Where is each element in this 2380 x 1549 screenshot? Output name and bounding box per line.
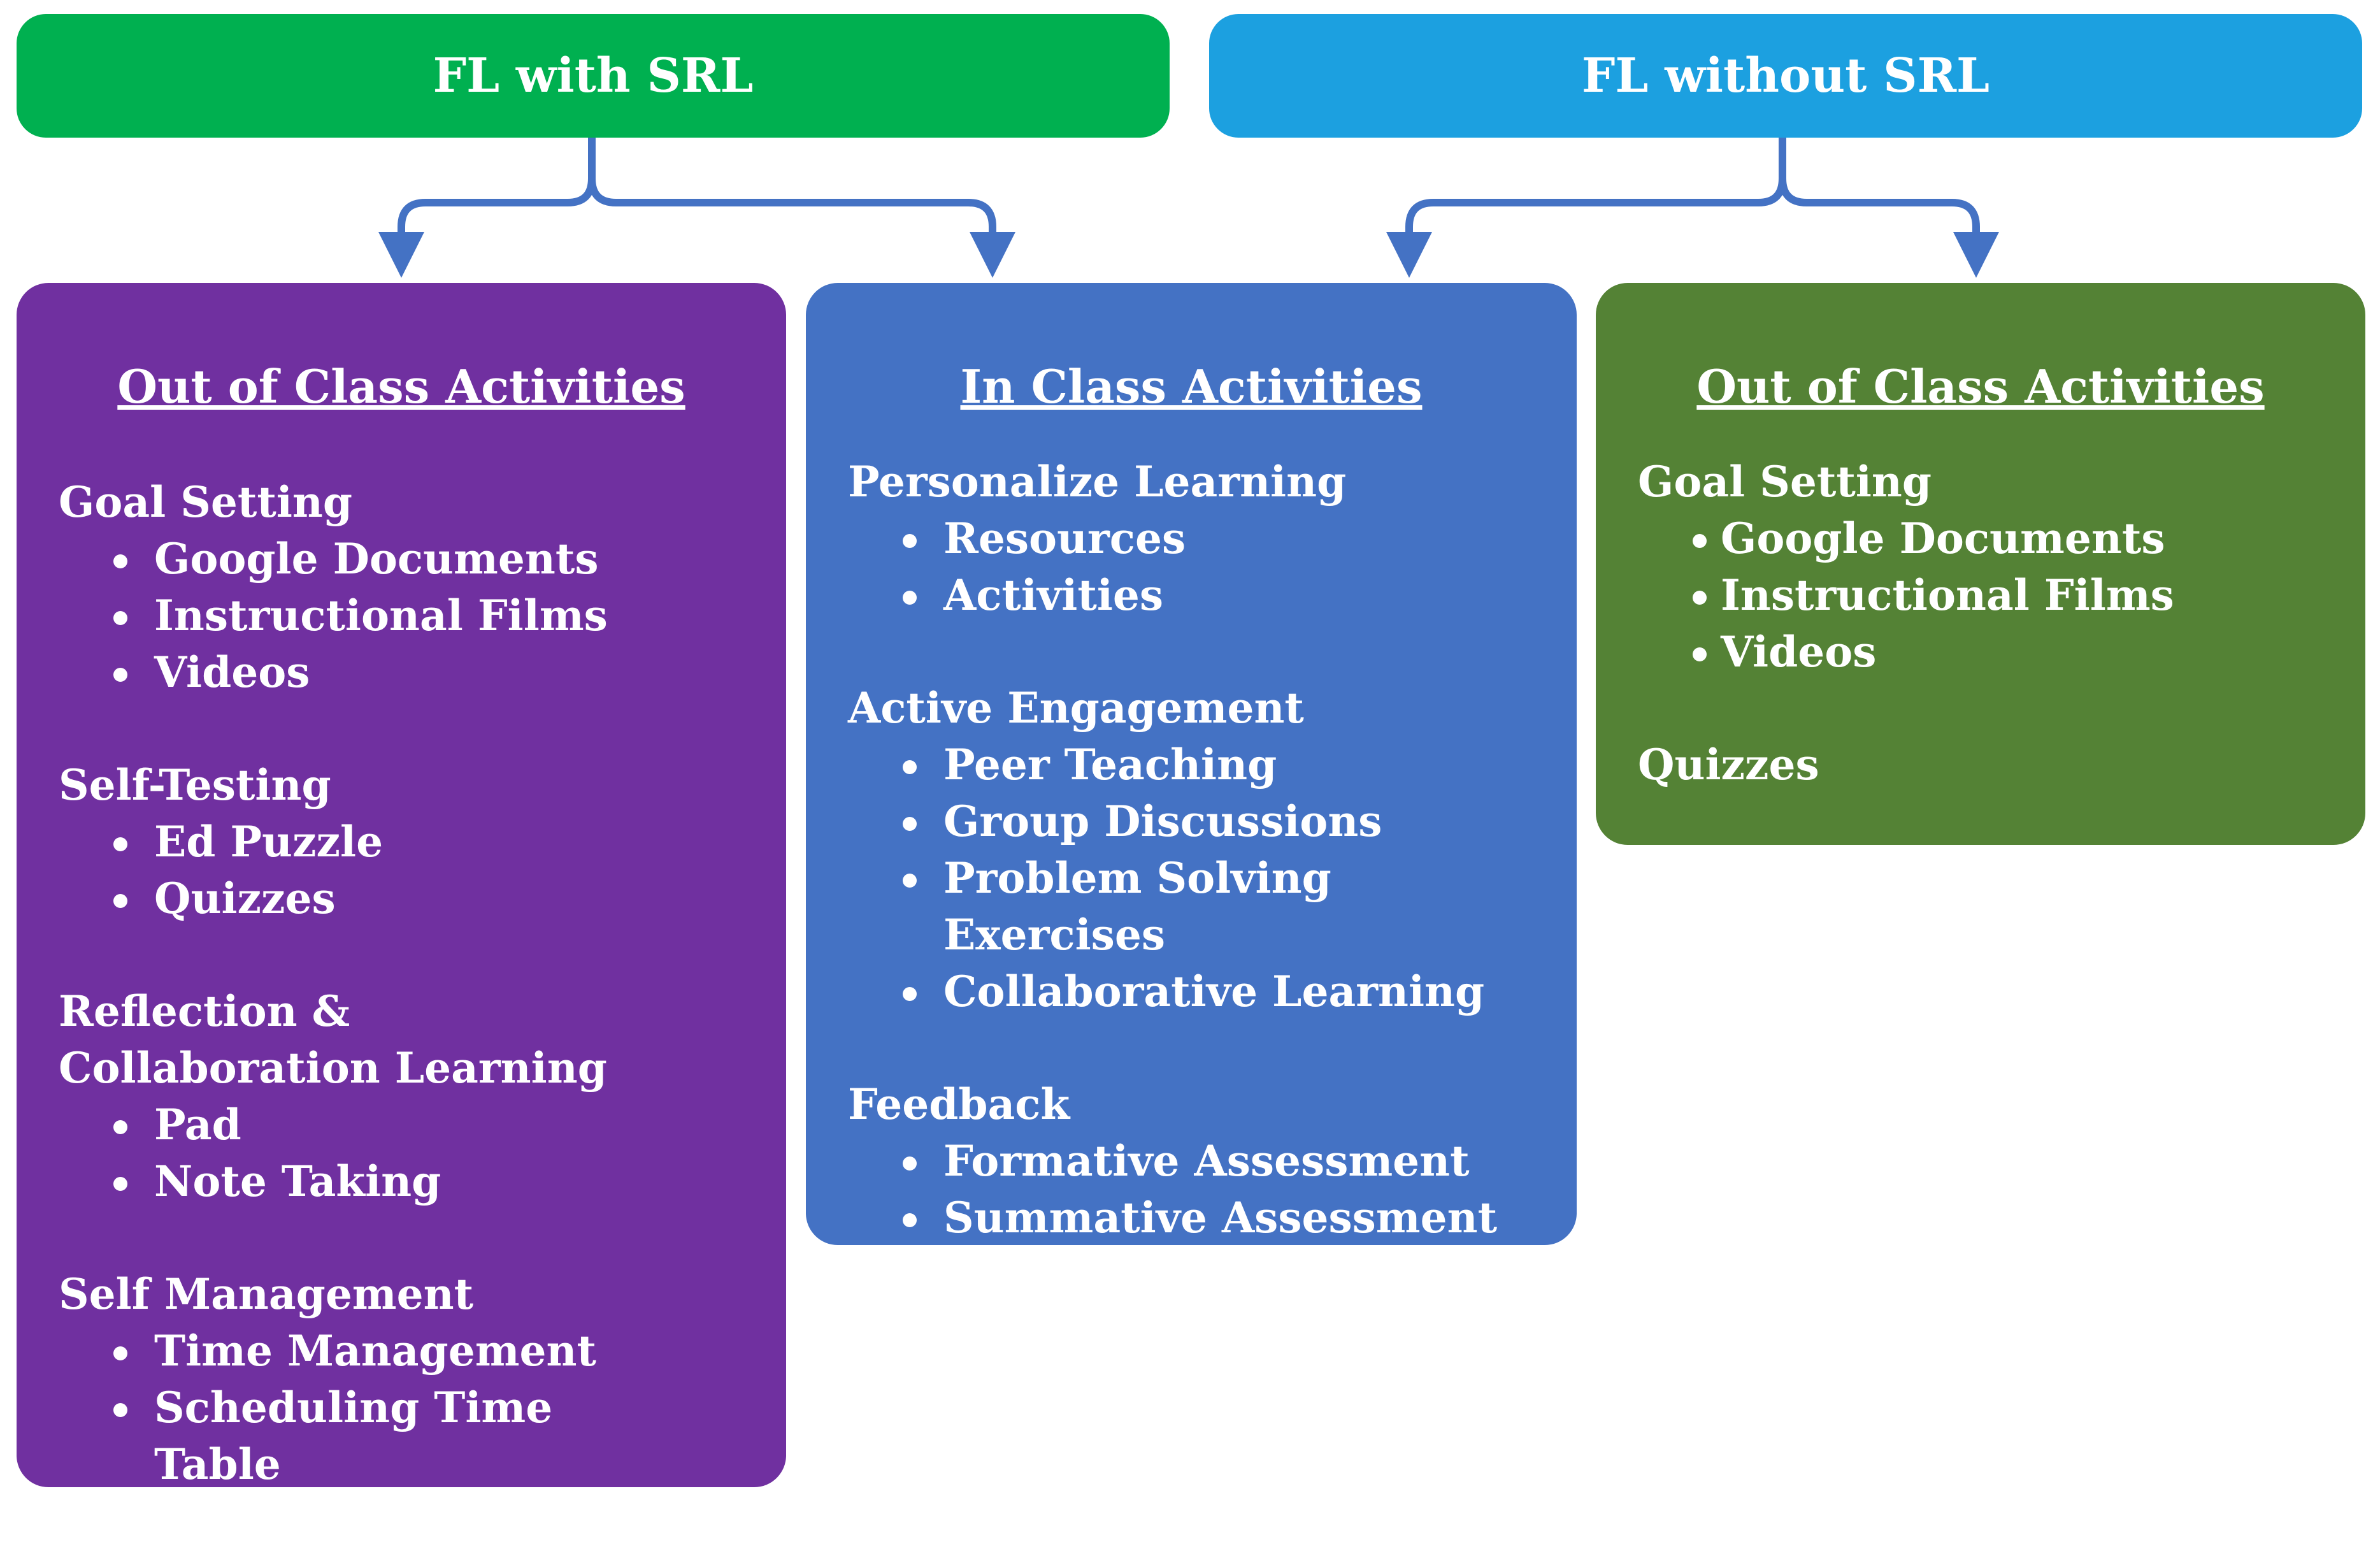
section-reflection-collaboration: Reflection & Collaboration Learning Pad … <box>59 983 659 1210</box>
section-goal-setting: Goal Setting Google Documents Instructio… <box>1638 454 2353 681</box>
srl-out-of-class-box: Out of Class Activities Goal Setting Goo… <box>17 283 786 1489</box>
list-item: Instructional Films <box>59 587 659 644</box>
list-item: Formative Assessment <box>848 1133 1564 1190</box>
fl-with-srl-label: FL with SRL <box>433 48 754 103</box>
section-self-testing: Self-Testing Ed Puzzle Quizzes <box>59 757 659 927</box>
list-item: Group Discussions <box>848 793 1564 850</box>
section-title: Goal Setting <box>1638 457 1932 507</box>
section-title: Goal Setting <box>59 477 353 527</box>
in-class-title: In Class Activities <box>960 359 1423 414</box>
section-active-engagement: Active Engagement Peer Teaching Group Di… <box>848 680 1564 1020</box>
list-item: Time Management <box>59 1323 659 1380</box>
list-item: Collaborative Learning <box>848 963 1564 1020</box>
nosrl-out-of-class-sections: Goal Setting Google Documents Instructio… <box>1638 454 2353 849</box>
list-item: Videos <box>1638 624 2353 681</box>
arrow-with-srl-to-out-class <box>378 138 596 278</box>
section-title: Personalize Learning <box>848 457 1347 507</box>
list-item: Videos <box>59 644 659 701</box>
list-item: Ed Puzzle <box>59 814 659 870</box>
list-item: Google Documents <box>1638 510 2353 567</box>
list-item: Scheduling Time Table <box>59 1380 659 1493</box>
fl-with-srl-header: FL with SRL <box>17 14 1170 138</box>
list-item: Summative Assessment <box>848 1190 1564 1246</box>
list-item: Resources <box>848 510 1564 567</box>
in-class-box: In Class Activities Personalize Learning… <box>806 283 1577 1245</box>
section-title: Active Engagement <box>848 683 1304 733</box>
section-title: Feedback <box>848 1079 1070 1129</box>
list-item: Instructional Films <box>1638 567 2353 624</box>
list-item: Activities <box>848 567 1564 624</box>
section-title: Self Management <box>59 1269 474 1319</box>
section-title: Quizzes <box>1638 740 1819 789</box>
nosrl-out-of-class-box: Out of Class Activities Goal Setting Goo… <box>1596 283 2365 845</box>
srl-out-of-class-title: Out of Class Activities <box>117 359 685 414</box>
arrow-without-srl-to-out-class <box>1779 138 1999 278</box>
fl-without-srl-header: FL without SRL <box>1209 14 2362 138</box>
section-title: Self-Testing <box>59 760 331 810</box>
connector-arrows <box>378 138 1999 278</box>
section-title: Reflection & Collaboration Learning <box>59 986 607 1093</box>
section-feedback: Feedback Formative Assessment Summative … <box>848 1076 1564 1246</box>
fl-without-srl-label: FL without SRL <box>1581 48 1990 103</box>
list-item: Note Taking <box>59 1153 659 1210</box>
list-item: Pad <box>59 1097 659 1153</box>
section-personalize-learning: Personalize Learning Resources Activitie… <box>848 454 1564 624</box>
in-class-sections: Personalize Learning Resources Activitie… <box>848 454 1564 1302</box>
arrow-without-srl-to-in-class <box>1386 138 1786 278</box>
list-item: Google Documents <box>59 531 659 587</box>
srl-out-of-class-sections: Goal Setting Google Documents Instructio… <box>59 474 659 1549</box>
section-quizzes: Quizzes <box>1638 737 2353 793</box>
list-item: Problem Solving Exercises <box>848 850 1564 963</box>
nosrl-out-of-class-title: Out of Class Activities <box>1696 359 2265 414</box>
list-item: Peer Teaching <box>848 737 1564 793</box>
section-self-management: Self Management Time Management Scheduli… <box>59 1266 659 1493</box>
list-item: Quizzes <box>59 870 659 927</box>
arrow-with-srl-to-in-class <box>588 138 1015 278</box>
section-goal-setting: Goal Setting Google Documents Instructio… <box>59 474 659 701</box>
